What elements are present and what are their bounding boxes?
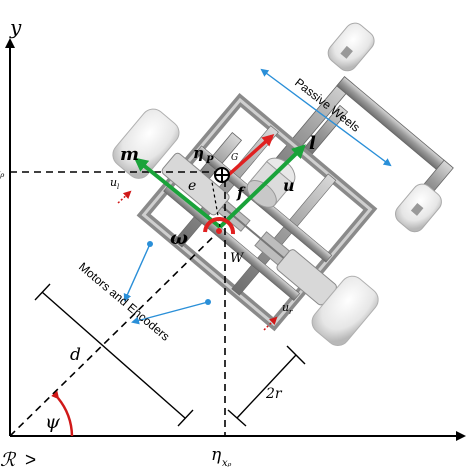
- u-label: u: [283, 176, 295, 195]
- W-label: W: [230, 251, 245, 266]
- eta-x-label: η xᵨ: [211, 445, 232, 469]
- x-axis-tail: >: [25, 450, 36, 471]
- eta-p-label: η P: [193, 144, 214, 166]
- motor-pointers: [123, 243, 209, 325]
- svg-text:η: η: [193, 144, 204, 162]
- omega-label: ω: [170, 227, 188, 249]
- y-axis-label: y: [9, 15, 22, 39]
- f-label: f: [236, 184, 246, 202]
- svg-text:u: u: [110, 176, 117, 189]
- dimension-2r: [227, 345, 306, 427]
- svg-text:r: r: [289, 308, 293, 316]
- psi-label: ψ: [45, 411, 61, 433]
- d-label: d: [70, 345, 81, 365]
- psi-arc: [51, 390, 74, 437]
- m-axis-label: m: [120, 144, 139, 165]
- motors-encoders-label: Motors and Encoders: [76, 260, 172, 344]
- passive-wheels-span-arrow: [260, 68, 392, 167]
- svg-text:u: u: [282, 301, 289, 314]
- svg-text:xᵨ: xᵨ: [222, 458, 232, 469]
- ul-label: u l: [110, 176, 119, 191]
- ur-velocity-arrow: [263, 316, 278, 331]
- center-of-mass-G: [214, 167, 230, 183]
- svg-text:l: l: [117, 183, 119, 191]
- G-label: G: [231, 153, 238, 163]
- distance-d: [34, 283, 194, 427]
- origin-label: ℛ: [0, 449, 17, 471]
- svg-text:P: P: [205, 155, 214, 166]
- m-axis-arrow: [133, 157, 222, 229]
- l-axis-label: l: [309, 133, 316, 154]
- svg-text:η: η: [211, 445, 222, 465]
- omega-arc: [203, 216, 236, 235]
- world-axes: [4, 38, 466, 441]
- ul-velocity-arrow: [117, 190, 132, 204]
- eta-y-label: yᵨ: [0, 167, 4, 180]
- two-r-label: 2r: [265, 386, 283, 402]
- ur-label: u r: [282, 301, 293, 316]
- psi-line: [9, 235, 215, 437]
- e-label: e: [188, 178, 196, 194]
